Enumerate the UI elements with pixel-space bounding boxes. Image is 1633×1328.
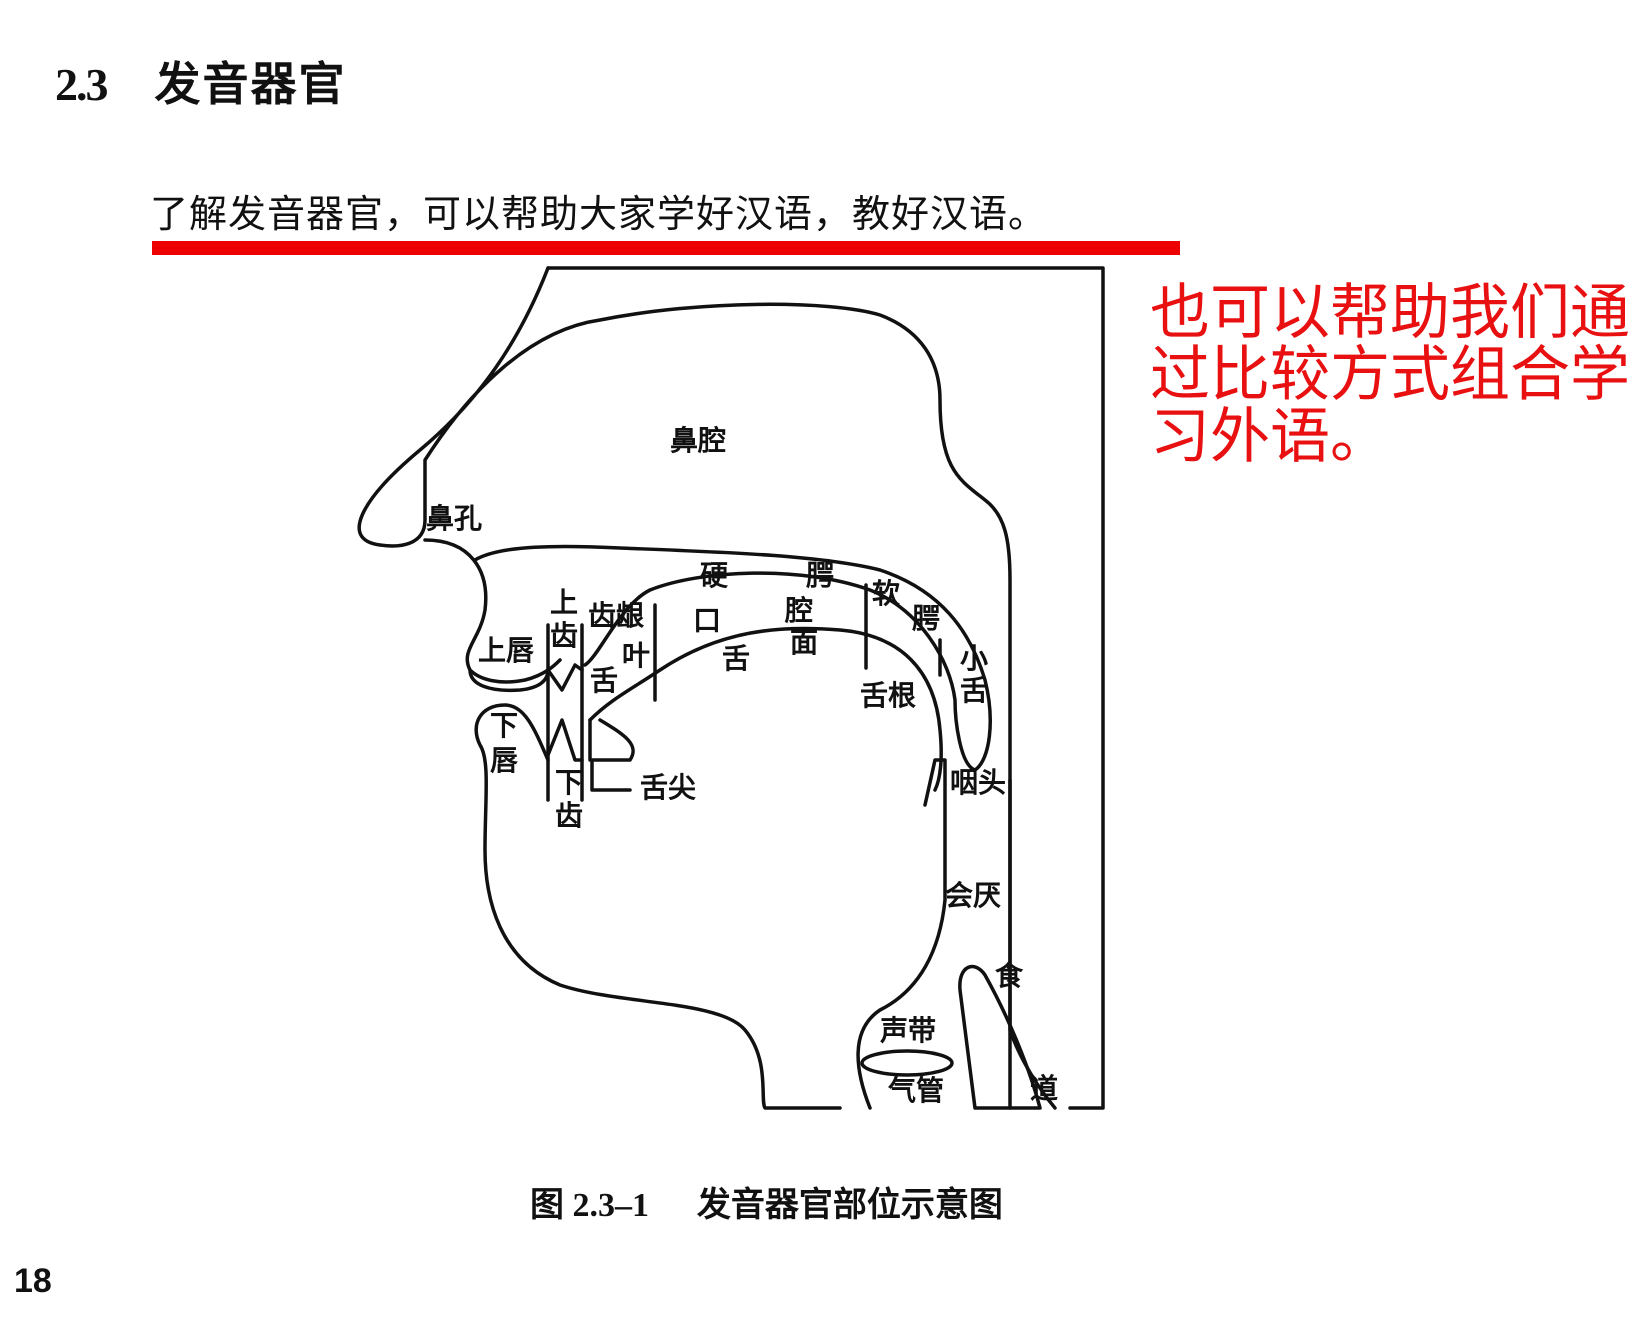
- lower-tooth: [546, 718, 584, 762]
- label-soft-palate-1: 软: [872, 577, 900, 610]
- label-alveolar: 齿龈: [588, 599, 645, 632]
- esophagus-line: [1008, 778, 1057, 1110]
- label-trachea: 气管: [887, 1074, 944, 1107]
- vocal-cords-ellipse: [860, 1049, 954, 1077]
- section-heading: 2.3 发音器官: [55, 48, 347, 114]
- figure-title: 发音器官部位示意图: [696, 1185, 1003, 1225]
- figure-caption: 图 2.3–1 发音器官部位示意图: [530, 1177, 1003, 1226]
- label-nostril: 鼻孔: [426, 502, 482, 535]
- label-nasal-cavity: 鼻腔: [670, 424, 726, 457]
- label-tongue-root: 舌根: [860, 679, 916, 712]
- intro-paragraph: 了解发音器官，可以帮助大家学好汉语，教好汉语。: [150, 192, 1048, 236]
- label-pharynx: 咽头: [950, 766, 1006, 799]
- label-esophagus-2: 道: [1030, 1072, 1058, 1105]
- label-lower-lip-1: 下: [490, 709, 518, 742]
- label-lower-lip-2: 唇: [490, 744, 518, 777]
- palate-outline: [423, 538, 562, 684]
- page-number: 18: [14, 1262, 52, 1300]
- hard-palate: [473, 544, 992, 772]
- epiglottis-shape: [958, 964, 1042, 1110]
- label-lower-teeth-2: 齿: [555, 799, 583, 832]
- section-title: 发音器官: [154, 57, 347, 111]
- label-tongue-body-2: 面: [790, 626, 818, 659]
- label-oral-cavity-1: 口: [693, 604, 721, 637]
- label-hard-palate-2: 腭: [806, 559, 834, 592]
- pharynx-notch: [856, 758, 947, 1110]
- label-upper-teeth-2: 齿: [550, 619, 578, 652]
- label-tongue-body-1: 舌: [722, 642, 750, 675]
- label-tongue-tip: 舌尖: [640, 771, 696, 804]
- section-number: 2.3: [55, 59, 108, 110]
- label-vocal-cords: 声带: [880, 1014, 936, 1047]
- label-hard-palate-1: 硬: [700, 559, 729, 592]
- label-upper-lip: 上唇: [478, 634, 534, 667]
- label-tongue-blade-1: 舌: [590, 664, 618, 697]
- label-uvula-1: 小: [960, 642, 988, 675]
- red-handwritten-annotation: 也可以帮助我们通过比较方式组合学习外语。: [1150, 278, 1630, 472]
- label-uvula-2: 舌: [960, 674, 988, 707]
- label-upper-teeth-1: 上: [550, 586, 578, 619]
- label-tongue-blade-2: 叶: [622, 639, 650, 672]
- tongue-tip: [588, 718, 635, 762]
- label-epiglottis: 会厌: [945, 879, 1001, 912]
- label-oral-cavity-2: 腔: [784, 594, 813, 627]
- nose-outline: [357, 266, 1012, 1110]
- upper-tooth: [546, 663, 584, 692]
- figure-number: 图 2.3–1: [530, 1187, 649, 1224]
- tongue-tip-pointer: [590, 760, 632, 792]
- tongue-outline: [588, 626, 943, 792]
- upper-lip: [468, 668, 550, 693]
- lower-lip: [474, 703, 842, 1110]
- red-underline-annotation: [152, 241, 1180, 255]
- label-esophagus-1: 食: [995, 959, 1024, 992]
- label-lower-teeth-1: 下: [555, 766, 583, 799]
- head-back-frame: [546, 266, 1105, 1110]
- label-soft-palate-2: 腭: [912, 602, 940, 635]
